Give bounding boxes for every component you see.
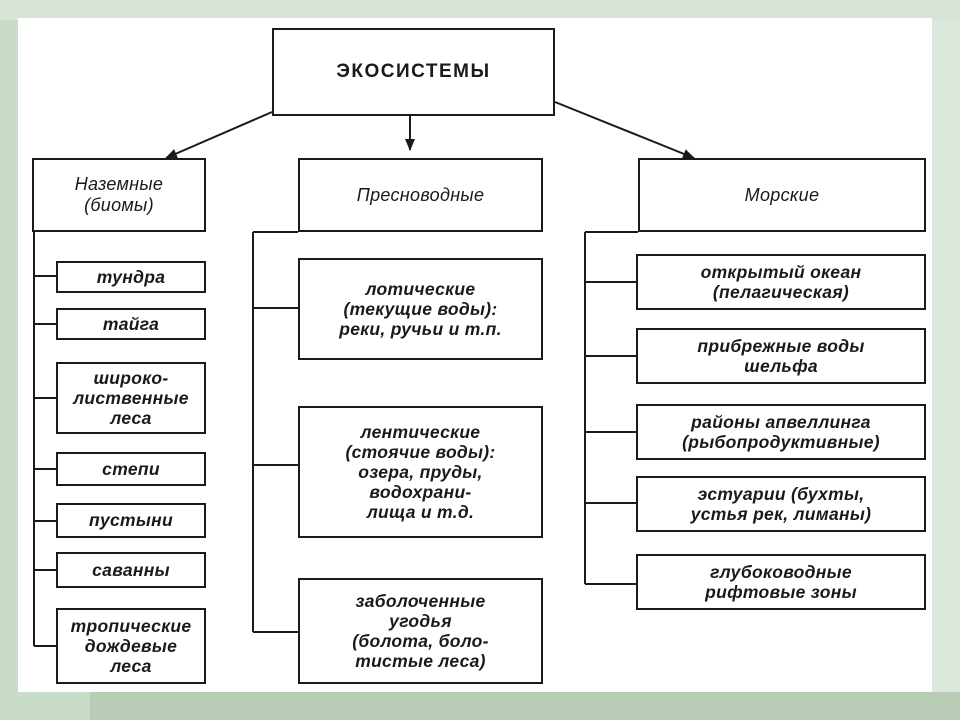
item-tropical-rainforest: тропические дождевые леса xyxy=(56,608,206,684)
item-deserts: пустыни xyxy=(56,503,206,538)
background-band-bottom xyxy=(90,692,960,720)
item-upwelling-zones: районы апвеллинга (рыбопродуктивные) xyxy=(636,404,926,460)
arrow-to-marine xyxy=(554,101,695,159)
arrow-to-terrestrial xyxy=(165,111,273,159)
item-lentic: лентические (стоячие воды): озера, пруды… xyxy=(298,406,543,538)
category-freshwater: Пресноводные xyxy=(298,158,543,232)
item-steppe: степи xyxy=(56,452,206,486)
item-taiga: тайга xyxy=(56,308,206,340)
item-open-ocean: открытый океан (пелагическая) xyxy=(636,254,926,310)
item-broadleaf-forest: широко- лиственные леса xyxy=(56,362,206,434)
item-tundra: тундра xyxy=(56,261,206,293)
item-estuaries: эстуарии (бухты, устья рек, лиманы) xyxy=(636,476,926,532)
category-terrestrial: Наземные (биомы) xyxy=(32,158,206,232)
background-band-right xyxy=(932,20,960,692)
root-box: ЭКОСИСТЕМЫ xyxy=(272,28,555,116)
item-deep-sea-rift-zones: глубоководные рифтовые зоны xyxy=(636,554,926,610)
item-savannas: саванны xyxy=(56,552,206,588)
item-lotic: лотические (текущие воды): реки, ручьи и… xyxy=(298,258,543,360)
item-wetlands: заболоченные угодья (болота, боло- тисты… xyxy=(298,578,543,684)
item-continental-shelf: прибрежные воды шельфа xyxy=(636,328,926,384)
category-marine: Морские xyxy=(638,158,926,232)
background-band-top xyxy=(0,0,960,20)
